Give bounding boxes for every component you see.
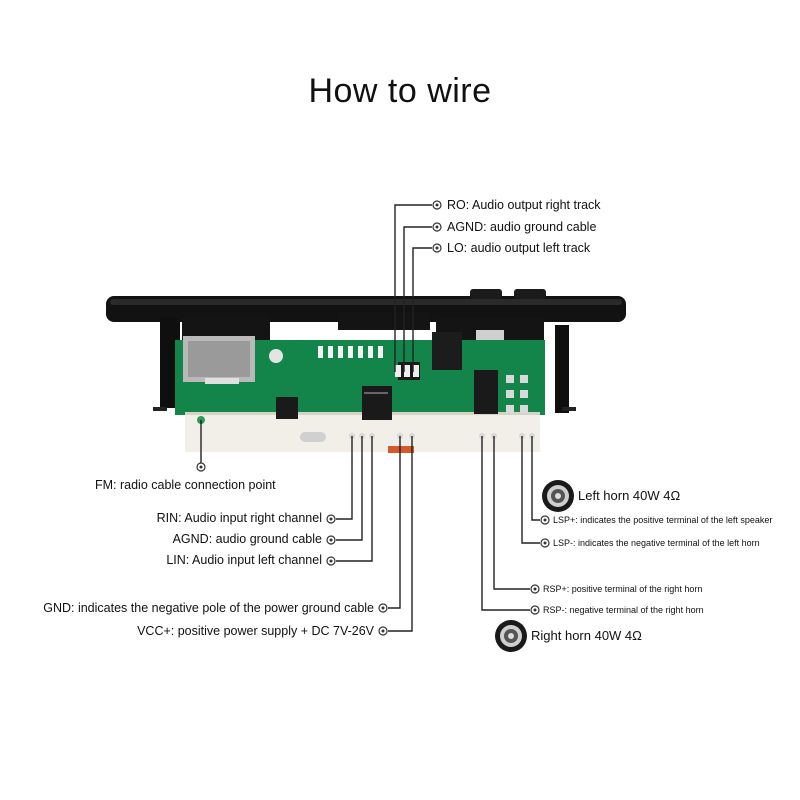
label-lin: LIN: Audio input left channel	[166, 553, 322, 567]
wire-rin	[336, 436, 353, 520]
bezel-button-left	[470, 289, 502, 299]
speaker-icon	[495, 620, 527, 652]
label-rsp-plus: RSP+: positive terminal of the right hor…	[543, 584, 703, 594]
side-clip-right	[555, 325, 569, 413]
usb-port	[476, 330, 504, 340]
wire-gnd	[388, 436, 401, 609]
label-lo: LO: audio output left track	[447, 241, 591, 255]
wire-agnd-top	[403, 226, 432, 372]
wire-rsp-plus	[493, 436, 530, 590]
label-agnd-left: AGND: audio ground cable	[172, 532, 322, 546]
regulator-chip	[362, 386, 392, 420]
label-lsp-plus: LSP+: indicates the positive terminal of…	[553, 515, 773, 525]
audio-jack	[432, 332, 462, 370]
label-left-horn: Left horn 40W 4Ω	[578, 488, 681, 503]
wire-lsp-minus	[521, 436, 540, 544]
wire-agnd-left	[336, 436, 363, 541]
label-gnd: GND: indicates the negative pole of the …	[43, 601, 374, 615]
amplifier-chip	[474, 370, 498, 414]
label-vcc: VCC+: positive power supply + DC 7V-26V	[137, 624, 374, 638]
label-right-horn: Right horn 40W 4Ω	[531, 628, 642, 643]
wires	[200, 204, 540, 632]
label-lsp-minus: LSP-: indicates the negative terminal of…	[553, 538, 760, 548]
page-title: How to wire	[308, 72, 492, 110]
label-fm: FM: radio cable connection point	[95, 478, 276, 492]
wire-lsp-plus	[531, 436, 540, 521]
bezel-button-right	[514, 289, 546, 299]
wire-lin	[336, 436, 373, 562]
wire-ro	[394, 204, 432, 372]
label-rin: RIN: Audio input right channel	[156, 511, 322, 525]
bluetooth-chip	[276, 397, 298, 419]
wire-rsp-minus	[481, 436, 530, 611]
speaker-icon	[542, 480, 574, 512]
wire-lo	[412, 247, 432, 372]
mp3-module	[106, 289, 626, 453]
label-agnd-top: AGND: audio ground cable	[447, 220, 597, 234]
label-rsp-minus: RSP-: negative terminal of the right hor…	[543, 605, 704, 615]
label-ro: RO: Audio output right track	[447, 198, 601, 212]
wire-vcc	[388, 436, 413, 632]
